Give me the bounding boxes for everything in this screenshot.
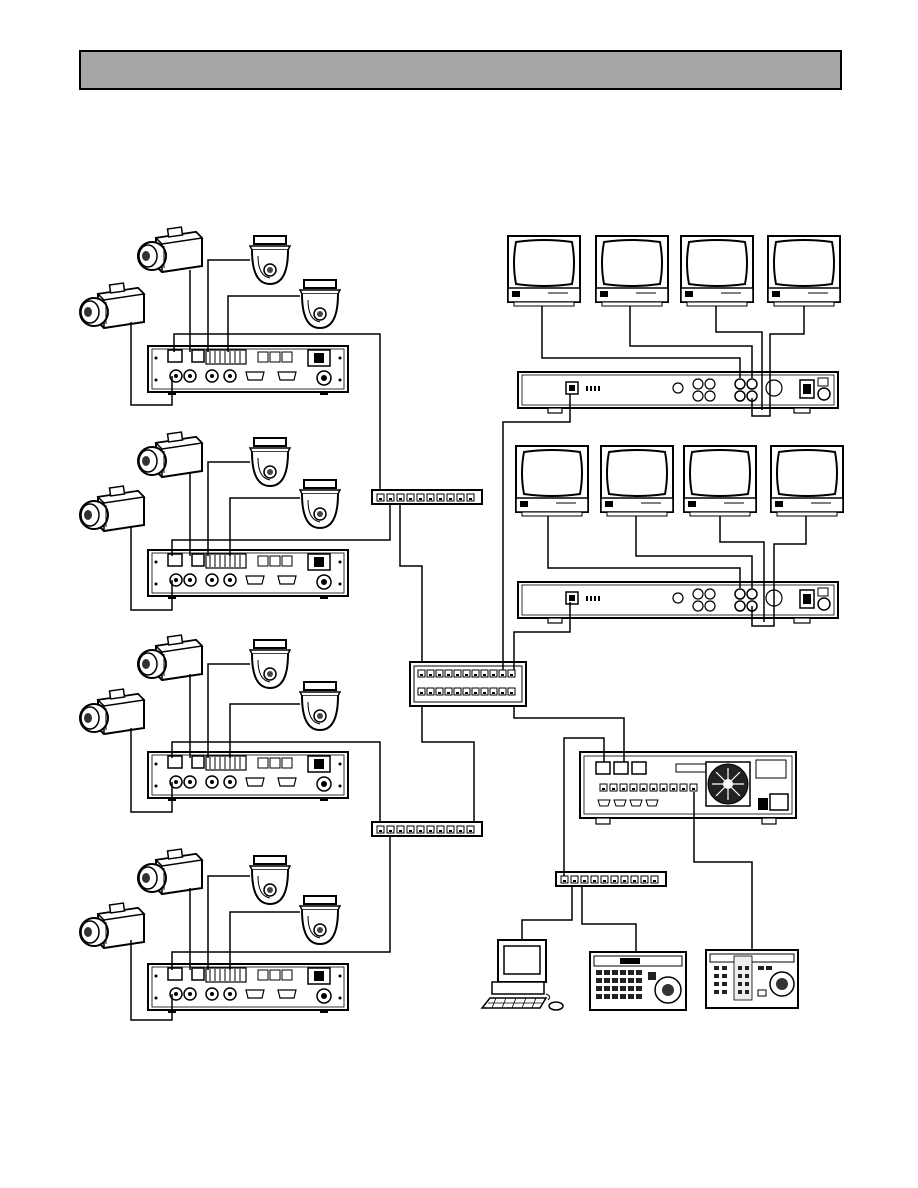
monitor-icon	[516, 446, 588, 516]
encoder-group-3	[80, 635, 380, 822]
keyboard-controller-icon	[706, 950, 798, 1008]
monitor-icon	[601, 446, 673, 516]
monitor-icon	[596, 236, 668, 306]
monitor-icon	[684, 446, 756, 516]
pc-icon	[482, 886, 572, 1010]
encoder-unit	[148, 346, 348, 395]
encoder-unit	[148, 964, 348, 1013]
decoder-unit	[518, 372, 838, 413]
encoder-group-1	[80, 227, 380, 490]
encoder-group-2	[80, 432, 390, 610]
dome-camera-icon	[300, 280, 340, 328]
box-camera-icon	[138, 849, 202, 894]
encoder-unit	[148, 752, 348, 801]
decoder-group-2	[516, 446, 843, 626]
system-controller-icon	[582, 886, 686, 1010]
box-camera-icon	[80, 903, 144, 948]
controller-unit	[580, 752, 796, 824]
box-camera-icon	[138, 635, 202, 680]
dome-camera-icon	[300, 896, 340, 944]
controller-links	[514, 706, 752, 952]
monitor-icon	[768, 236, 840, 306]
dome-camera-icon	[250, 856, 290, 904]
box-camera-icon	[138, 432, 202, 477]
hub-upper	[372, 490, 482, 662]
box-camera-icon	[80, 486, 144, 531]
hub-main	[410, 662, 526, 706]
monitor-icon	[508, 236, 580, 306]
encoder-group-4	[80, 836, 390, 1020]
encoder-unit	[148, 550, 348, 599]
box-camera-icon	[80, 689, 144, 734]
box-camera-icon	[80, 283, 144, 328]
box-camera-icon	[138, 227, 202, 272]
decoder-links	[503, 394, 570, 670]
hub-lower	[372, 704, 482, 836]
decoder-unit	[518, 582, 838, 623]
hub-controller	[556, 872, 666, 886]
dome-camera-icon	[250, 236, 290, 284]
dome-camera-icon	[300, 480, 340, 528]
monitor-icon	[771, 446, 843, 516]
dome-camera-icon	[300, 682, 340, 730]
decoder-group-1	[508, 236, 840, 416]
dome-camera-icon	[250, 640, 290, 688]
monitor-icon	[681, 236, 753, 306]
dome-camera-icon	[250, 438, 290, 486]
